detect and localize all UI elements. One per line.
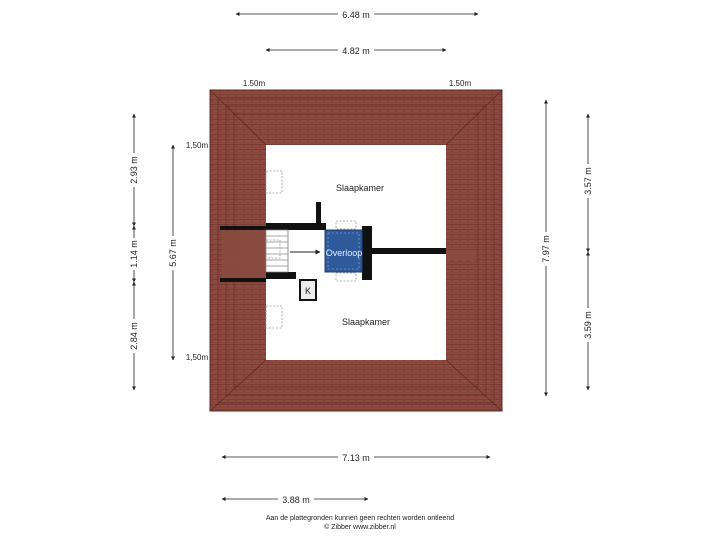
landing-area [324,229,363,273]
dim-label-left-top: 2.93 m [129,156,139,184]
dim-label-left-bottom: 2.84 m [129,322,139,350]
dim-label-right-total: 7.97 m [541,235,551,263]
dormer-band [222,229,476,282]
dim-label-roof-left: 1.50m [243,79,266,88]
dim-label-top-inner: 4.82 m [342,46,370,56]
dim-label-bottom-outer: 7.13 m [342,453,370,463]
dim-label-top-outer: 6.48 m [342,10,370,20]
footer-disclaimer: Aan de plattegronden kunnen geen rechten… [265,515,455,522]
footer-copyright: © Zibber www.zibber.nl [324,524,396,531]
dim-label-roof-right: 1.50m [449,79,472,88]
room-label-bedroom-top: Slaapkamer [336,183,384,193]
room-label-bedroom-bottom: Slaapkamer [342,317,390,327]
dim-label-bottom-inner: 3.88 m [282,495,310,505]
dim-label-right-top: 3.57 m [583,167,593,195]
room-label-closet: K [305,286,311,296]
dim-label-inner-left-bottom: 1,50m [186,353,209,362]
dim-label-inner-left-top: 1,50m [186,141,209,150]
closet [299,279,317,301]
dim-label-right-bottom: 3.59 m [583,311,593,339]
walls [220,202,446,282]
room-label-landing: Overloop [326,248,363,258]
roof-windows [265,170,357,329]
dim-label-left-mid: 1.14 m [129,240,139,268]
landing-hatch [327,232,360,270]
dim-label-left-total: 5.67 m [168,239,178,267]
